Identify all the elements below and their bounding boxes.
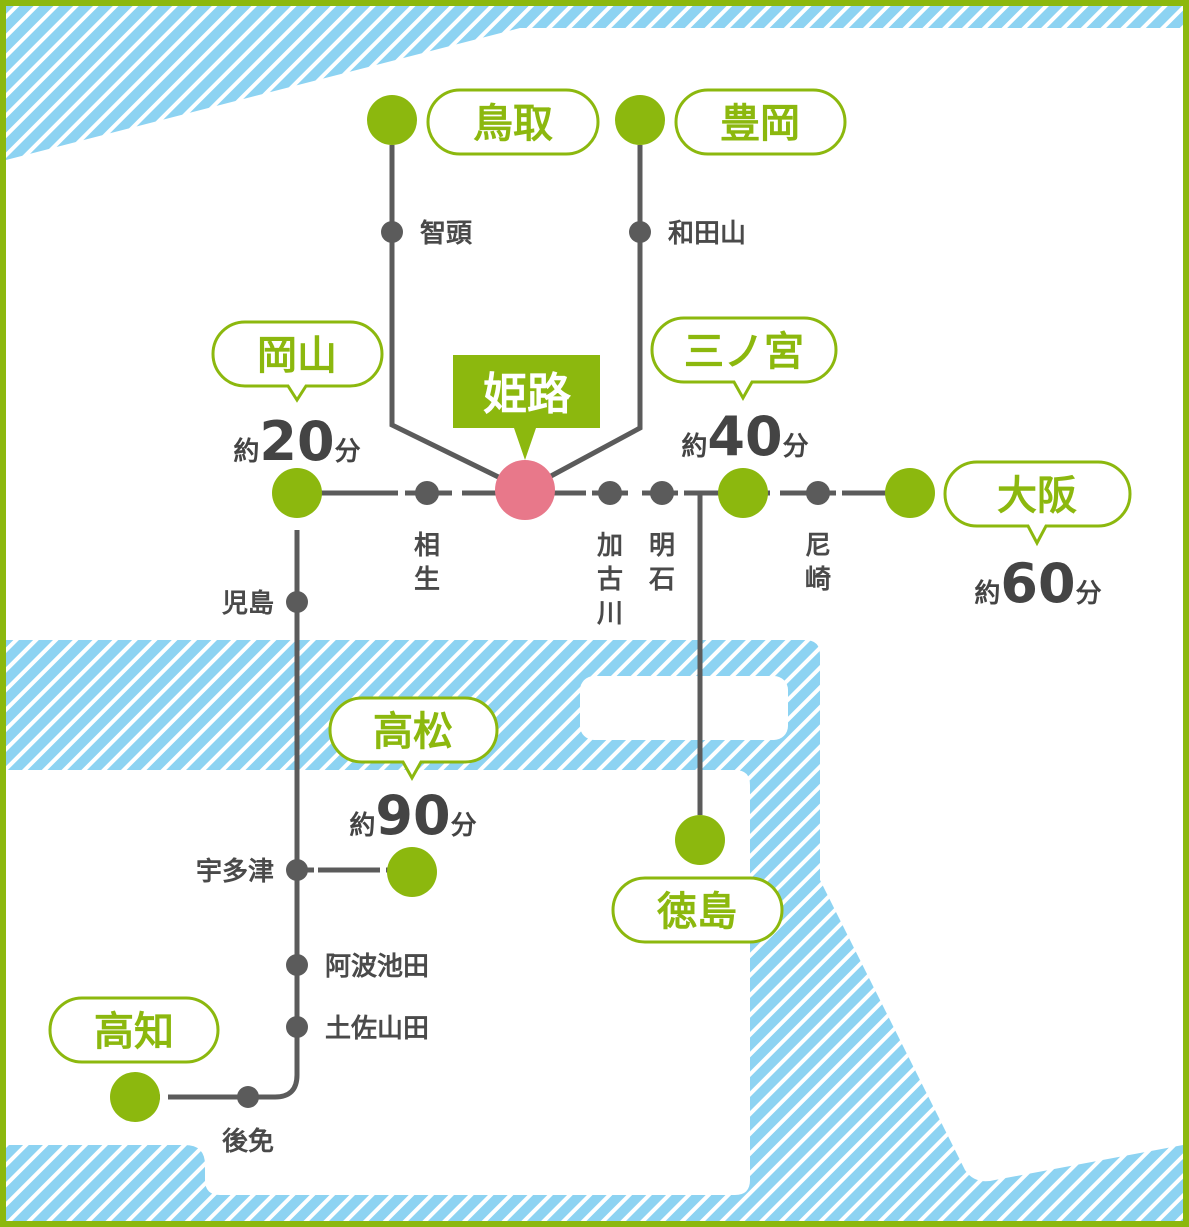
- label-okayama: 岡山: [257, 333, 337, 379]
- label-sannomiya: 三ノ宮: [684, 329, 804, 375]
- label-osaka: 大阪: [997, 473, 1077, 519]
- label-takamatsu: 高松: [373, 709, 453, 755]
- station-name-gomen: 後免: [222, 1126, 274, 1157]
- time-osaka: 約60分: [974, 552, 1101, 615]
- svg-text:明: 明: [649, 531, 675, 561]
- line-shikoku: [135, 518, 300, 1100]
- station-name-chizu: 智頭: [420, 219, 473, 249]
- station-dot-aioi: [415, 481, 439, 505]
- label-pill-sannomiya: [650, 316, 838, 402]
- station-name-utazu: 宇多津: [196, 857, 274, 887]
- station-name-akashi: 明石: [648, 531, 675, 595]
- station-dot-chizu: [381, 221, 403, 243]
- station-dot-utazu: [286, 859, 308, 881]
- svg-text:川: 川: [597, 599, 623, 629]
- line-tottori: [389, 145, 527, 493]
- svg-text:相: 相: [414, 531, 440, 561]
- time-sannomiya: 約40分: [681, 405, 808, 468]
- svg-text:古: 古: [597, 565, 623, 595]
- label-himeji: 姫路: [483, 369, 572, 420]
- svg-text:生: 生: [414, 565, 440, 595]
- label-pill-toyooka: [674, 88, 847, 156]
- sea-north: [6, 6, 1183, 160]
- label-pill-tottori: [426, 88, 600, 156]
- label-pill-okayama: [211, 320, 384, 403]
- station-name-amagasaki: 尼崎: [805, 531, 831, 595]
- station-sannomiya: [718, 468, 768, 518]
- station-dot-amagasaki: [806, 481, 830, 505]
- island: [580, 676, 788, 740]
- station-dot-awaikeda: [286, 954, 308, 976]
- station-dot-wadayama: [629, 221, 651, 243]
- station-dot-kojima: [286, 591, 308, 613]
- station-himeji: [495, 460, 555, 520]
- station-toyooka: [615, 95, 665, 145]
- svg-text:尼: 尼: [805, 531, 831, 561]
- svg-text:崎: 崎: [805, 565, 831, 595]
- label-pill-tokushima: [611, 876, 784, 944]
- line-toyooka: [523, 145, 643, 493]
- label-pill-osaka: [943, 460, 1132, 547]
- station-dot-gomen: [237, 1086, 259, 1108]
- sea-inland: [6, 640, 1183, 1221]
- station-okayama: [272, 468, 322, 518]
- svg-text:加: 加: [597, 531, 623, 561]
- label-pill-takamatsu: [328, 696, 499, 782]
- station-kochi: [110, 1072, 160, 1122]
- station-name-kakogawa: 加古川: [597, 531, 623, 629]
- station-tokushima: [675, 815, 725, 865]
- station-name-wadayama: 和田山: [668, 219, 746, 249]
- label-pill-himeji: [453, 355, 600, 460]
- label-pill-kochi: [48, 996, 220, 1064]
- station-dot-kakogawa: [598, 481, 622, 505]
- station-name-awaikeda: 阿波池田: [325, 952, 429, 982]
- station-takamatsu: [387, 847, 437, 897]
- station-name-aioi: 相生: [414, 531, 440, 595]
- station-name-kojima: 児島: [222, 589, 274, 619]
- time-takamatsu: 約90分: [349, 784, 476, 847]
- station-osaka: [885, 468, 935, 518]
- label-tottori: 鳥取: [473, 101, 553, 147]
- station-name-tosayamada: 土佐山田: [325, 1014, 429, 1044]
- label-tokushima: 徳島: [656, 889, 737, 935]
- svg-text:石: 石: [648, 565, 675, 595]
- station-dot-tosayamada: [286, 1016, 308, 1038]
- station-dot-akashi: [650, 481, 674, 505]
- label-kochi: 高知: [94, 1009, 174, 1055]
- time-okayama: 約20分: [233, 410, 360, 473]
- label-toyooka: 豊岡: [720, 101, 800, 147]
- station-tottori: [367, 95, 417, 145]
